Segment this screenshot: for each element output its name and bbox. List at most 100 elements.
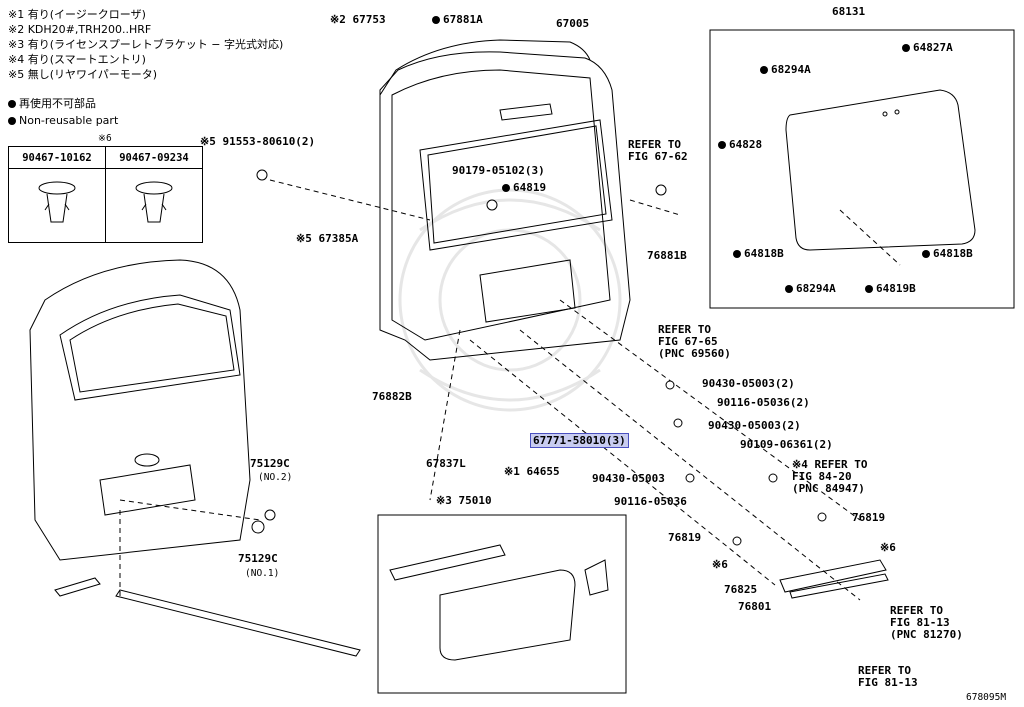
garnish-strip: [115, 589, 361, 657]
label-90116-a[interactable]: 90116-05036(2): [717, 396, 810, 409]
grommet-icon: [655, 184, 667, 196]
back-glass-68131: [785, 89, 976, 251]
label-64827a[interactable]: 64827A: [902, 42, 953, 54]
bullet-icon: [718, 141, 726, 149]
glass-assembly-box: [709, 29, 1015, 309]
label-text: 68294A: [771, 63, 811, 76]
label-90430-c[interactable]: 90430-05003: [592, 472, 665, 485]
label-refer-81-13-b[interactable]: REFER TO FIG 81-13: [858, 664, 918, 689]
note-4: ※4 有り(スマートエントリ): [8, 53, 146, 66]
label-no1: (NO.1): [245, 568, 280, 579]
legend-jp-text: 再使用不可部品: [19, 97, 96, 110]
license-bracket-box: [377, 514, 627, 694]
clip-part-1[interactable]: 90467-10162: [8, 146, 106, 169]
note-5: ※5 無し(リヤワイパーモータ): [8, 68, 158, 81]
note-1: ※1 有り(イージークローザ): [8, 8, 146, 21]
bullet-icon: [785, 285, 793, 293]
bullet-icon: [733, 250, 741, 258]
label-90179[interactable]: 90179-05102(3): [452, 164, 545, 177]
label-s6-right: ※6: [880, 541, 896, 554]
label-76825[interactable]: 76825: [724, 583, 758, 596]
label-75010[interactable]: ※3 75010: [436, 494, 492, 507]
label-64655[interactable]: ※1 64655: [504, 465, 560, 478]
grommet-icon: [486, 199, 498, 211]
clip-part-2[interactable]: 90467-09234: [105, 146, 203, 169]
label-text: 64828: [729, 138, 763, 151]
label-67881a[interactable]: 67881A: [432, 14, 483, 26]
cushion-icon: [264, 509, 276, 521]
label-64818b-left[interactable]: 64818B: [733, 248, 784, 260]
diagram-id: 678095M: [966, 692, 1007, 703]
note-2: ※2 KDH20#,TRH200..HRF: [8, 23, 152, 36]
bullet-icon: [865, 285, 873, 293]
bullet-icon: [502, 184, 510, 192]
label-64818b-right[interactable]: 64818B: [922, 248, 973, 260]
label-76801[interactable]: 76801: [738, 600, 772, 613]
label-90116-c[interactable]: 90116-05036: [614, 495, 687, 508]
label-68294a-top[interactable]: 68294A: [760, 64, 811, 76]
bullet-icon: [922, 250, 930, 258]
label-67385a[interactable]: ※5 67385A: [296, 232, 359, 245]
leader-lines: [119, 179, 901, 601]
cap-icon: [665, 380, 675, 390]
label-refer-67-65[interactable]: REFER TO FIG 67-65 (PNC 69560): [658, 323, 731, 360]
label-75129c-no1[interactable]: 75129C: [238, 552, 278, 565]
label-64828[interactable]: 64828: [718, 139, 762, 151]
bullet-icon: [8, 100, 16, 108]
clip-icon: [38, 181, 76, 223]
label-76819-right[interactable]: 76819: [852, 511, 886, 524]
label-76882b[interactable]: 76882B: [372, 390, 412, 403]
label-text: 64819: [513, 181, 547, 194]
label-refer-67-62[interactable]: REFER TO FIG 67-62: [628, 138, 688, 163]
label-text: 67881A: [443, 13, 483, 26]
cap-icon: [768, 473, 778, 483]
weatherstrip-67881a: [379, 39, 591, 96]
bolt-icon: [256, 169, 268, 181]
cap-icon: [732, 536, 742, 546]
cap-icon: [673, 418, 683, 428]
back-door-outline: [29, 259, 251, 561]
label-75129c-no2[interactable]: 75129C: [250, 457, 290, 470]
label-64819b[interactable]: 64819B: [865, 283, 916, 295]
clip-image-1: [8, 168, 106, 243]
label-76819-left[interactable]: 76819: [668, 531, 702, 544]
label-91553[interactable]: ※5 91553-80610(2): [200, 135, 316, 148]
label-68294a-bottom[interactable]: 68294A: [785, 283, 836, 295]
clip-icon: [135, 181, 173, 223]
label-s6-left: ※6: [712, 558, 728, 571]
clip-image-2: [105, 168, 203, 243]
label-67753[interactable]: ※2 67753: [330, 13, 386, 26]
label-67005[interactable]: 67005: [556, 17, 590, 30]
label-90109[interactable]: 90109-06361(2): [740, 438, 833, 451]
label-90430-b[interactable]: 90430-05003(2): [708, 419, 801, 432]
note-3: ※3 有り(ライセンスプーレトブラケット − 字光式対応): [8, 38, 284, 51]
label-refer-84-20[interactable]: ※4 REFER TO FIG 84-20 (PNC 84947): [792, 458, 868, 495]
bullet-icon: [760, 66, 768, 74]
bullet-icon: [432, 16, 440, 24]
label-refer-81-13-a[interactable]: REFER TO FIG 81-13 (PNC 81270): [890, 604, 963, 641]
license-lamp-garnish-76801: [779, 559, 887, 593]
label-67837l[interactable]: 67837L: [426, 457, 466, 470]
back-door-panel: [379, 51, 631, 361]
label-text: 64818B: [933, 247, 973, 260]
legend-en-text: Non-reusable part: [19, 114, 119, 127]
legend-jp: 再使用不可部品: [8, 97, 96, 110]
label-67771[interactable]: 67771-58010(3): [530, 433, 629, 448]
clip-table: 90467-10162 90467-09234: [8, 146, 203, 243]
cap-icon: [685, 473, 695, 483]
label-text: 64827A: [913, 41, 953, 54]
label-text: 64818B: [744, 247, 784, 260]
license-bracket-drawing: [389, 544, 609, 661]
label-64819[interactable]: 64819: [502, 182, 546, 194]
label-90430-a[interactable]: 90430-05003(2): [702, 377, 795, 390]
highlighted-part-number[interactable]: 67771-58010(3): [530, 433, 629, 448]
cushion-icon: [251, 520, 265, 534]
cap-icon: [817, 512, 827, 522]
label-no2: (NO.2): [258, 472, 293, 483]
label-text: 68294A: [796, 282, 836, 295]
label-68131[interactable]: 68131: [832, 5, 866, 18]
label-text: 64819B: [876, 282, 916, 295]
label-76881b[interactable]: 76881B: [647, 249, 687, 262]
